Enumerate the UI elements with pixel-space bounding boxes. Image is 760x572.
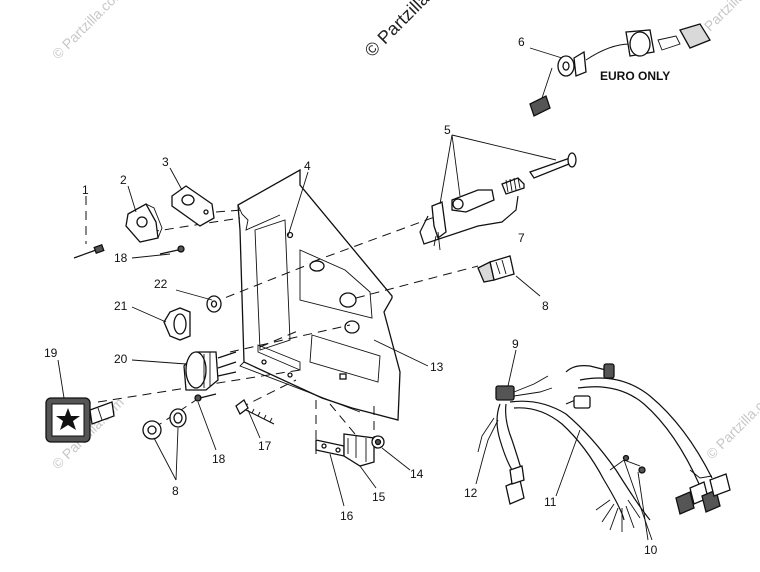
callout-4: 4 — [304, 159, 311, 173]
callout-19: 19 — [44, 346, 58, 360]
watermark-right: © Partzilla.com — [703, 384, 760, 462]
screw-part-1 — [73, 243, 105, 259]
ignition-switch-part-20 — [183, 351, 237, 391]
callout-13: 13 — [430, 360, 444, 374]
callout-15: 15 — [372, 490, 386, 504]
relay-part-15 — [343, 433, 375, 467]
euro-only-note: EURO ONLY — [600, 69, 670, 83]
callout-18-bottom: 18 — [212, 452, 226, 466]
callout-7: 7 — [518, 231, 525, 245]
watermark-top-left: © Partzilla.com — [49, 0, 127, 62]
callout-9: 9 — [512, 337, 519, 351]
callout-20: 20 — [114, 352, 128, 366]
callout-16: 16 — [340, 509, 354, 523]
leader-lines — [57, 47, 581, 507]
callout-8-bottom: 8 — [172, 484, 179, 498]
toggle-switch-part-8 — [477, 255, 515, 283]
watermark-top-center: © Partzilla.com — [361, 0, 461, 61]
callout-labels: 1 2 3 4 5 6 EURO ONLY 7 8 18 22 21 20 13… — [44, 35, 670, 557]
callout-18-top: 18 — [114, 251, 128, 265]
wire-harness-part-11 — [477, 363, 731, 541]
screw-part-18-top — [159, 245, 185, 255]
nut-washer-part-8-bottom — [142, 408, 187, 440]
nut-part-21 — [163, 307, 191, 341]
callout-21: 21 — [114, 299, 128, 313]
nut-part-14 — [371, 435, 385, 449]
callout-8-right: 8 — [542, 299, 549, 313]
mounting-panel — [237, 168, 401, 421]
kill-switch-assembly-part-7 — [419, 152, 577, 251]
bracket-part-16 — [315, 439, 345, 457]
callout-11: 11 — [544, 495, 557, 509]
callout-1: 1 — [82, 183, 89, 197]
ignition-key-part-19 — [45, 397, 115, 443]
callout-22: 22 — [154, 277, 168, 291]
callout-10: 10 — [644, 543, 658, 557]
callout-17: 17 — [258, 439, 272, 453]
bracket-part-2 — [125, 203, 163, 243]
plate-part-3 — [171, 185, 215, 227]
bolt-part-17 — [235, 399, 275, 425]
callout-5: 5 — [444, 123, 451, 137]
callout-14: 14 — [410, 467, 424, 481]
screw-part-18-bottom — [194, 393, 217, 402]
callout-2: 2 — [120, 173, 127, 187]
callout-6: 6 — [518, 35, 525, 49]
euro-key-switch-part-6 — [529, 23, 711, 117]
callout-12: 12 — [464, 486, 478, 500]
polaris-star-logo-icon — [56, 408, 80, 430]
washer-part-22 — [206, 295, 222, 313]
callout-3: 3 — [162, 155, 169, 169]
